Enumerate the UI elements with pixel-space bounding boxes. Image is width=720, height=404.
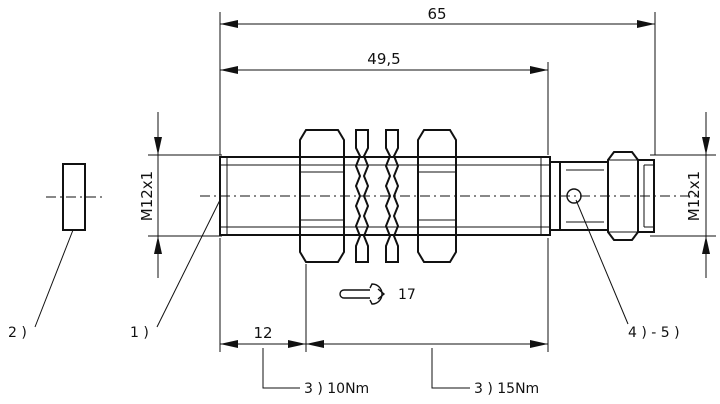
callout-4-5: 4 ) - 5 ) <box>628 325 680 341</box>
thread-left-label: M12x1 <box>138 171 156 221</box>
wrench-size-label: 17 <box>398 287 416 303</box>
right-hex-nut <box>417 129 457 263</box>
body-length-label: 49,5 <box>367 50 400 68</box>
torque-leader-left <box>262 348 300 389</box>
tooth-lock-washer-left <box>354 129 370 263</box>
torque-leader-right <box>431 348 470 389</box>
dimension-thread-right: M12x1 <box>650 112 716 278</box>
leader-4-5 <box>575 199 629 325</box>
separate-nut-part <box>46 163 102 231</box>
overall-length-label: 65 <box>427 5 446 23</box>
dimension-thread-length: 12 <box>219 238 549 352</box>
dimension-body-length: 49,5 <box>220 50 549 155</box>
callout-2: 2 ) <box>8 325 27 341</box>
dimension-overall-length: 65 <box>219 5 656 155</box>
wrench-icon <box>339 283 386 305</box>
thread-length-label: 12 <box>253 324 272 342</box>
tooth-lock-washer-right <box>384 129 400 263</box>
sensor-body <box>219 151 655 241</box>
torque-right-label: 3 ) 15Nm <box>474 381 539 397</box>
leader-2 <box>34 229 74 328</box>
torque-left-label: 3 ) 10Nm <box>304 381 369 397</box>
leader-1 <box>156 199 221 328</box>
left-hex-nut <box>299 129 345 263</box>
led-indicator-icon <box>566 188 582 204</box>
callout-1: 1 ) <box>130 325 149 341</box>
dimension-thread-left: M12x1 <box>138 112 222 278</box>
